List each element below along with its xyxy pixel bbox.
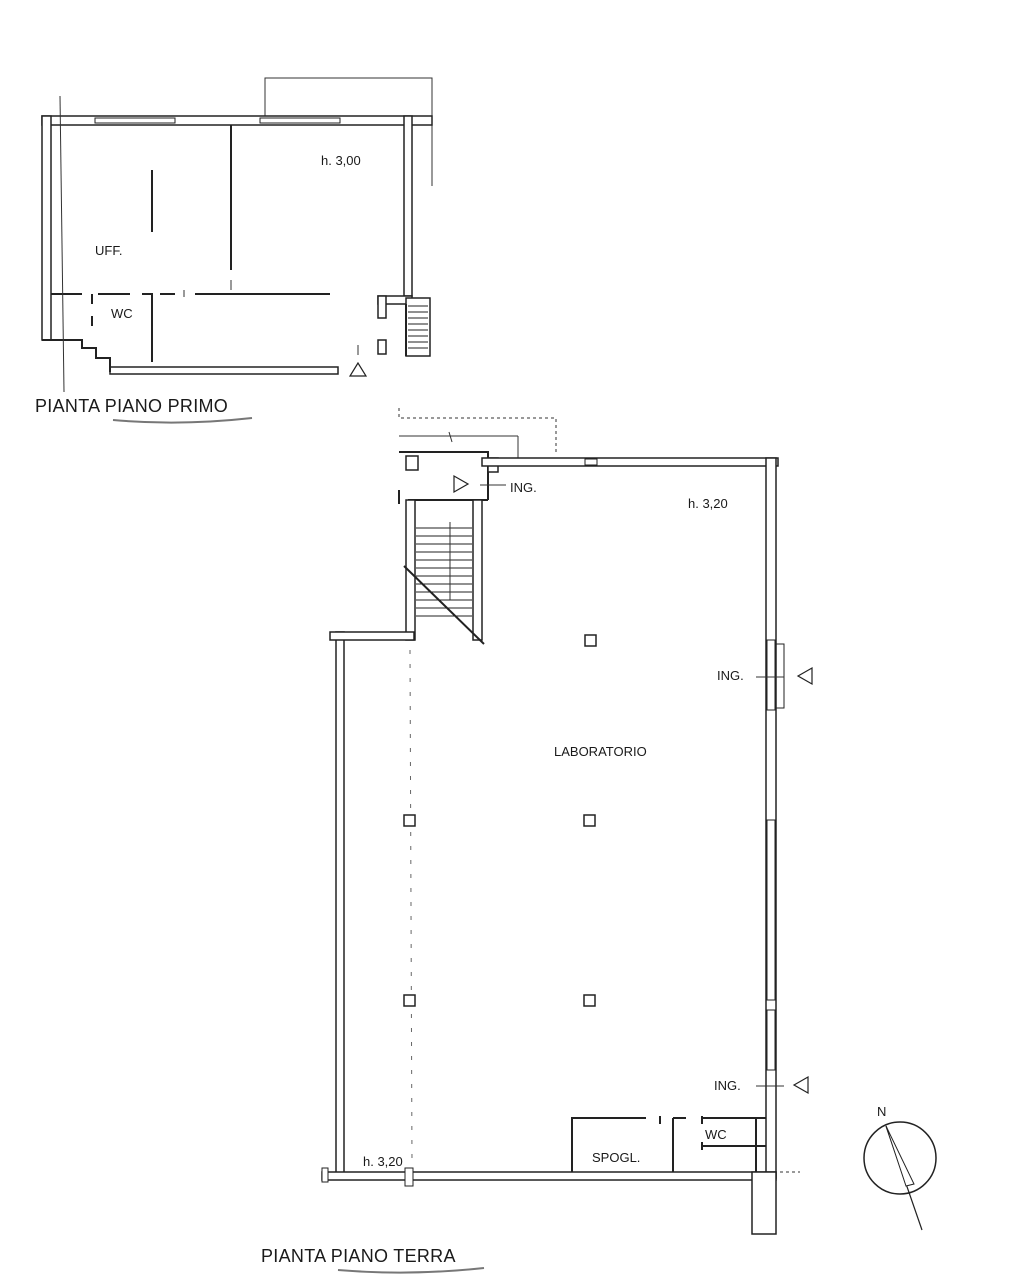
first-floor-wc-label: WC [111,306,133,321]
ground-floor-south-east-jut [751,1171,777,1235]
ground-floor-plan: h. 3,20 ING. ING. LABORATORIO ING. WC SP… [321,408,813,1235]
first-floor-stair-jamb-bottom [377,339,387,355]
first-floor-window-1 [94,117,176,124]
ground-floor-west-north-wall [329,631,415,641]
compass-circle [863,1121,937,1195]
ground-floor-sw-column [321,1167,329,1183]
ground-floor-entrance-label-1: ING. [510,480,537,495]
compass-icon: N [863,1104,937,1231]
first-floor-window-2 [259,117,341,124]
ground-floor-height-label-bottom: h. 3,20 [363,1154,403,1169]
first-floor-right-wall [403,115,413,297]
ground-floor-stair-treads [416,527,472,617]
first-floor-left-wall [41,115,52,341]
ground-floor-canopy-mark [448,431,453,443]
ground-floor-north-wall-column [584,458,598,466]
first-floor-title-underline [112,417,253,424]
ground-floor-north-wall [481,457,779,467]
first-floor-title-prefix: PIANTA [35,396,105,416]
first-floor-title-underlined: PIANO PRIMO [105,396,228,416]
first-floor-stair-jamb-top [377,295,387,319]
ground-floor-locker-label: SPOGL. [592,1150,640,1165]
first-floor-plan: h. 3,00 UFF. WC [41,77,433,393]
pillar [583,814,596,827]
first-floor-height-label: h. 3,00 [321,153,361,168]
ground-floor-entrance-1-marker-icon [453,474,470,494]
pillar [403,814,416,827]
first-floor-entrance-marker-icon [348,361,368,377]
first-floor-staircase [405,297,431,357]
ground-floor-entrance-label-2: ING. [717,668,744,683]
first-floor-stair-treads [408,305,428,349]
ground-floor-south-column [404,1167,414,1187]
ground-floor-vestibule-column [405,455,419,471]
ground-floor-entrance-label-3: ING. [714,1078,741,1093]
ground-floor-axis-line [409,649,413,1166]
first-floor-office-label: UFF. [95,243,122,258]
ground-floor-east-window [766,819,776,1001]
ground-floor-east-window-2 [766,1009,776,1071]
ground-floor-south-wall [321,1171,777,1181]
first-floor-balcony-outline [264,77,433,186]
ground-floor-height-label-top: h. 3,20 [688,496,728,511]
ground-floor-title-underlined: PIANO TERRA [331,1246,456,1266]
ground-floor-stair-right-wall [472,499,483,641]
ground-floor-title-prefix: PIANTA [261,1246,331,1266]
ground-floor-title: PIANTA PIANO TERRA [261,1246,456,1266]
ground-floor-stair-cut-line [403,565,485,645]
pillar [403,994,416,1007]
ground-floor-west-wall [335,631,345,1179]
first-floor-title: PIANTA PIANO PRIMO [35,396,228,416]
pillar [583,994,596,1007]
compass-arrow [885,1125,915,1187]
ground-floor-east-door-1-leaf [775,643,785,709]
ground-floor-vestibule-wall [399,451,489,500]
ground-floor-entrance-2-marker-icon [796,666,813,686]
first-floor-section-line [59,95,65,393]
ground-floor-entrance-3-marker-icon [792,1075,809,1095]
ground-floor-title-underline [337,1267,485,1274]
ground-floor-canopy-outline [398,408,557,452]
first-floor-wc-stepped-wall [42,339,111,372]
ground-floor-wc-label: WC [705,1127,727,1142]
compass-north-label: N [877,1104,886,1119]
first-floor-wc-wall-c [142,293,153,362]
first-floor-bottom-wall [109,366,339,375]
ground-floor-lab-label: LABORATORIO [554,744,647,759]
pillar [584,634,597,647]
ground-floor-locker-walls [571,1117,646,1172]
ground-floor-east-door-1 [766,639,776,711]
